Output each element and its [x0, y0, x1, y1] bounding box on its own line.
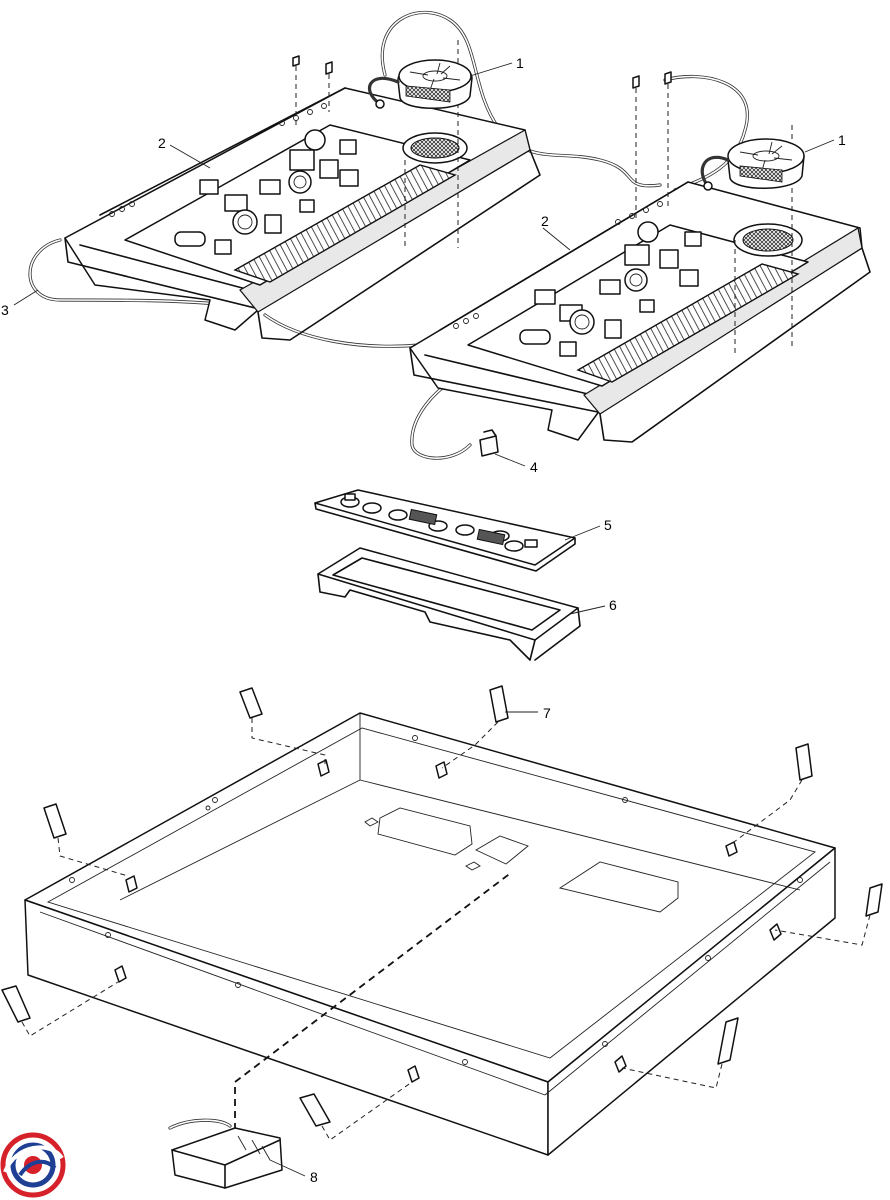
- callout-1-left: 1: [516, 55, 524, 71]
- mounting-clips: [1, 685, 883, 1141]
- callout-4: 4: [530, 459, 538, 475]
- callout-1-right: 1: [838, 132, 846, 148]
- control-board: [314, 489, 576, 572]
- callout-5: 5: [604, 517, 612, 533]
- callout-2-right: 2: [541, 213, 549, 229]
- callout-6: 6: [609, 597, 617, 613]
- housing-tray: [24, 712, 836, 1156]
- terminal-block: [168, 1118, 283, 1189]
- logo-icon: [0, 1132, 66, 1198]
- fan-icon: [700, 138, 805, 191]
- induction-module-right: [409, 71, 871, 460]
- callout-7: 7: [543, 705, 551, 721]
- callout-8: 8: [310, 1169, 318, 1185]
- control-frame: [317, 547, 581, 661]
- fan-icon: [367, 59, 473, 109]
- induction-module-left: [28, 10, 662, 348]
- callout-3: 3: [1, 302, 9, 318]
- leader-lines: [13, 62, 835, 1177]
- callout-labels: 1 1 2 2 3 4 5 6 7 8: [1, 55, 846, 1185]
- callout-2-left: 2: [158, 135, 166, 151]
